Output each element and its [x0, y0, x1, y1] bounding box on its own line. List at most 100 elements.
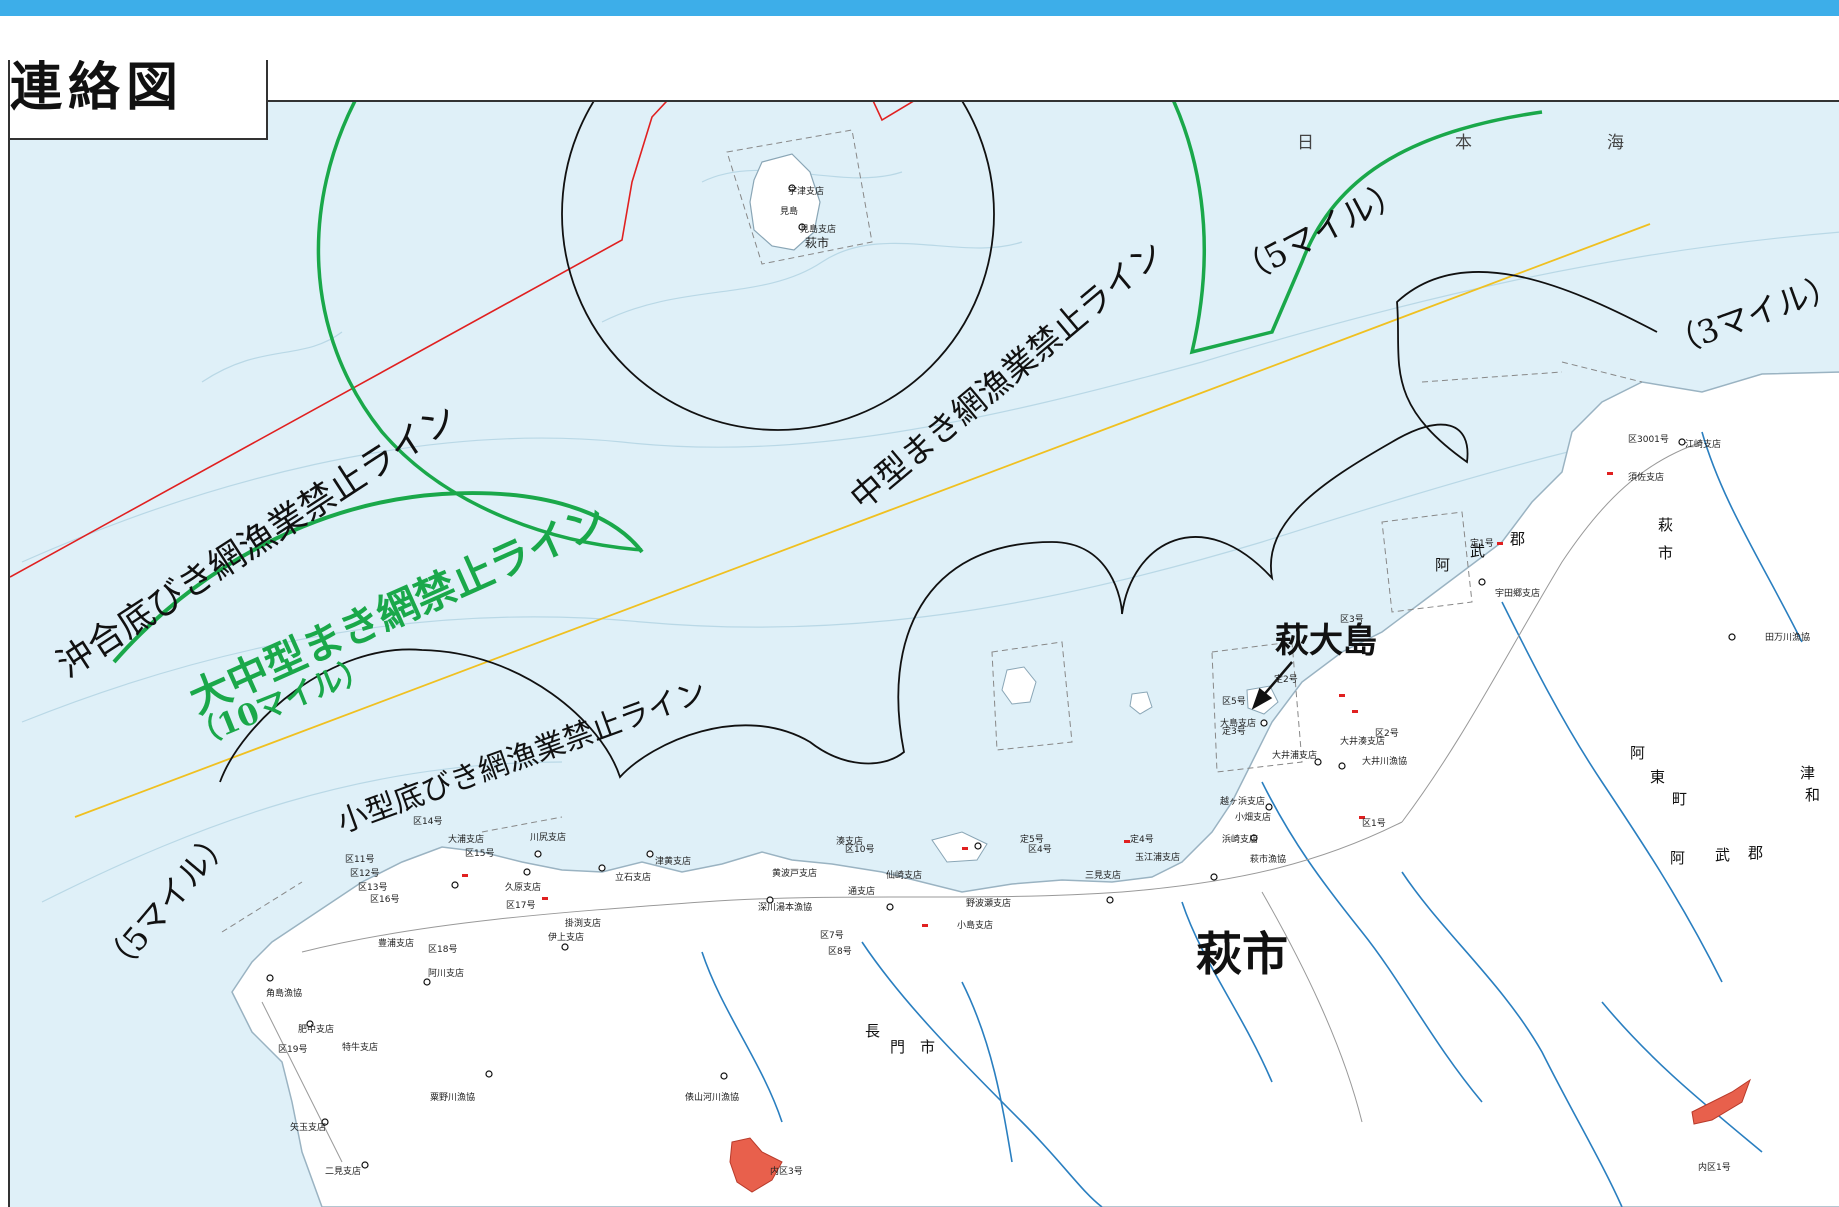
map-frame: 宇津支店 見島支店 萩市 見島 江崎支店 須佐支店 大島支店 宇田郷支店 大井湊…: [8, 100, 1839, 1207]
region-5: 長: [865, 1022, 881, 1040]
region-3: 武: [1470, 542, 1486, 560]
district-10: 区13号: [358, 883, 388, 893]
district-7: 区10号: [845, 845, 875, 855]
region-2: 阿: [1435, 556, 1451, 574]
district-1: 区2号: [1375, 729, 1399, 739]
mainland: [231, 371, 1839, 1207]
branch-14: 小島支店: [957, 921, 994, 931]
region-4: 郡: [1510, 530, 1526, 548]
reservoir-2: [1691, 1078, 1751, 1125]
rivers: [701, 431, 1803, 1207]
branch-34: 粟野川漁協: [430, 1093, 476, 1103]
branch-35: 俵山河川漁協: [685, 1093, 740, 1103]
district-6: 区8号: [828, 947, 852, 957]
branch-1: 須佐支店: [1628, 473, 1665, 483]
branch-8: 小畑支店: [1235, 813, 1272, 823]
large-purse-seine-arc: [112, 491, 644, 664]
hagi-oshima-label: 萩大島: [1275, 621, 1377, 661]
branch-3: 宇田郷支店: [1495, 589, 1541, 599]
district-15: 区18号: [428, 945, 458, 955]
branch-2: 大島支店: [1220, 719, 1257, 729]
branch-33: 二見支店: [325, 1167, 362, 1177]
district-5: 区7号: [820, 931, 844, 941]
branch-9: 浜崎支店: [1222, 835, 1259, 845]
district-12: 区15号: [465, 849, 495, 859]
district-3: 区4号: [1028, 845, 1052, 855]
branch-30: 特牛支店: [342, 1043, 379, 1053]
hagi-oshima-arrow: [1251, 661, 1293, 710]
branch-21: 立石支店: [615, 873, 652, 883]
branch-7: 越ヶ浜支店: [1220, 797, 1266, 807]
branch-26: 川尻支店: [530, 833, 567, 843]
district-24: 内区3号: [770, 1167, 803, 1177]
branch-markers: [266, 184, 1736, 1169]
branch-24: 久原支店: [505, 883, 542, 893]
district-11: 区14号: [413, 817, 443, 827]
map-title: 連絡図: [10, 60, 185, 118]
branch-23: 伊上支店: [548, 933, 585, 943]
region-1: 市: [1658, 544, 1674, 562]
map-label-island-city: 萩市: [805, 236, 830, 250]
branch-4: 大井湊支店: [1340, 737, 1386, 747]
boundaries: [221, 129, 1643, 933]
branch-5: 大井浦支店: [1272, 751, 1318, 761]
branch-11: 萩市漁協: [1250, 855, 1287, 865]
branch-31: 角島漁協: [266, 989, 303, 999]
region-12: 武: [1715, 846, 1731, 864]
large-purse-seine-swoop: [316, 102, 643, 552]
map-canvas: [10, 102, 1839, 1207]
reservoir-1: [729, 1137, 783, 1193]
mishima-circle: [561, 102, 995, 431]
region-13: 郡: [1748, 844, 1764, 862]
region-7: 市: [920, 1038, 936, 1056]
district-23: 内区1号: [1698, 1163, 1731, 1173]
district-13: 区16号: [370, 895, 400, 905]
region-14: 津: [1800, 764, 1816, 782]
district-21: 定4号: [1130, 835, 1154, 845]
map-label-island-branch-2: 見島支店: [800, 225, 837, 235]
branch-13: 野波瀬支店: [966, 899, 1012, 909]
district-markers: [462, 472, 1613, 927]
branch-32: 矢玉支店: [290, 1123, 327, 1133]
branch-10: 玉江浦支店: [1135, 853, 1181, 863]
branch-16: 深川湯本漁協: [758, 903, 813, 913]
district-0: 区1号: [1362, 819, 1386, 829]
branch-22: 掛渕支店: [565, 919, 602, 929]
branch-36: 田万川漁協: [1765, 633, 1811, 643]
branch-27: 豊浦支店: [378, 939, 415, 949]
branch-28: 阿川支店: [428, 969, 465, 979]
district-16: 区19号: [278, 1045, 308, 1055]
region-0: 萩: [1658, 516, 1674, 534]
region-8: 阿: [1630, 744, 1646, 762]
offshore-trawl-line: [10, 102, 914, 578]
medium-purse-seine-curve: [1172, 102, 1543, 355]
branch-6: 大井川漁協: [1362, 757, 1408, 767]
region-10: 町: [1672, 790, 1688, 808]
branch-18: 仙崎支店: [886, 871, 923, 881]
region-6: 門: [890, 1038, 906, 1056]
region-15: 和: [1805, 786, 1821, 804]
district-20: 定3号: [1222, 727, 1246, 737]
three-mile-boundary: [219, 271, 1658, 783]
district-2: 区3号: [1340, 615, 1364, 625]
hagi-city-label: 萩市: [1196, 927, 1288, 981]
branch-12: 三見支店: [1085, 871, 1122, 881]
map-label-island-name: 見島: [780, 207, 799, 217]
district-9: 区12号: [350, 869, 380, 879]
branch-19: 湊支店: [836, 837, 864, 847]
sea-name-2: 海: [1607, 133, 1624, 153]
roads: [261, 441, 1703, 1163]
district-22: 定5号: [1020, 835, 1044, 845]
branch-29: 肥中支店: [298, 1025, 335, 1035]
map-label-island-branch-1: 宇津支店: [788, 187, 825, 197]
title-tab: 連絡図: [8, 60, 268, 140]
branch-25: 大浦支店: [448, 835, 485, 845]
small-trawl-line: [74, 223, 1651, 818]
branch-20: 津黄支店: [655, 857, 692, 867]
region-9: 東: [1650, 768, 1666, 786]
district-14: 区17号: [506, 901, 536, 911]
region-11: 阿: [1670, 849, 1686, 867]
district-18: 定1号: [1470, 539, 1494, 549]
district-19: 定2号: [1274, 675, 1298, 685]
sea-name-1: 本: [1455, 133, 1472, 153]
